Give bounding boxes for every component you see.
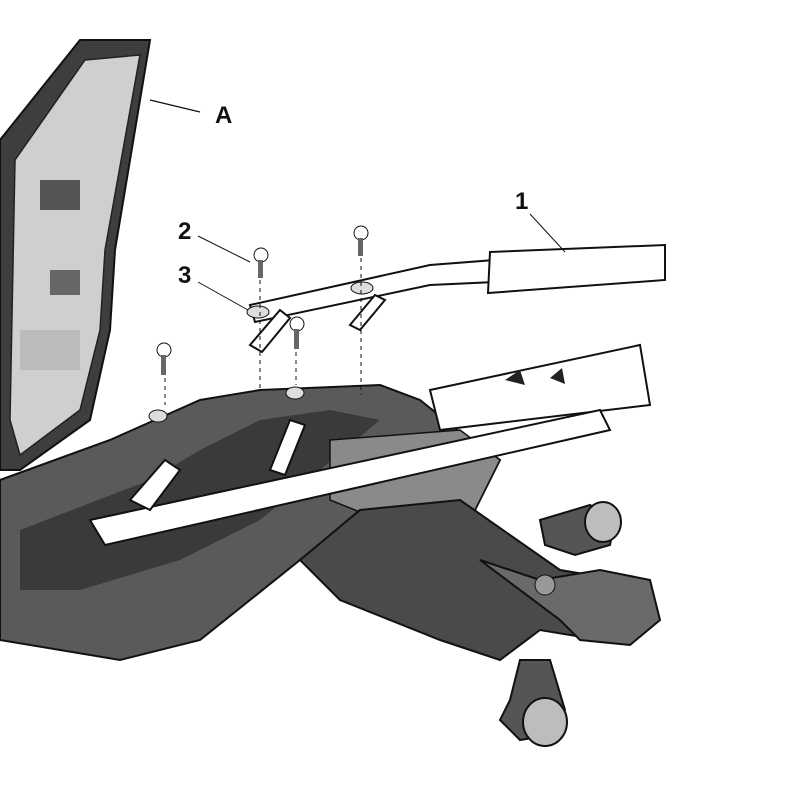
- screw-icon: [289, 316, 305, 349]
- callout-2: 2: [178, 218, 192, 245]
- leader-line-3: [197, 281, 249, 311]
- rack-installed: [88, 343, 652, 547]
- callout-3: 3: [178, 262, 192, 289]
- leader-line-1: [529, 213, 566, 253]
- rack-bracket-exploded: [246, 243, 666, 354]
- tail-light-assembly: [298, 498, 662, 747]
- callout-a: A: [215, 102, 233, 129]
- leader-line-a: [149, 99, 201, 113]
- screw-icon: [353, 225, 369, 256]
- screw-icon: [253, 247, 269, 278]
- callout-1: 1: [515, 188, 529, 215]
- alignment-lines: [164, 258, 362, 405]
- seat: [0, 39, 152, 471]
- screw-icon: [156, 342, 172, 375]
- leader-line-2: [197, 235, 251, 263]
- screws: [156, 225, 369, 375]
